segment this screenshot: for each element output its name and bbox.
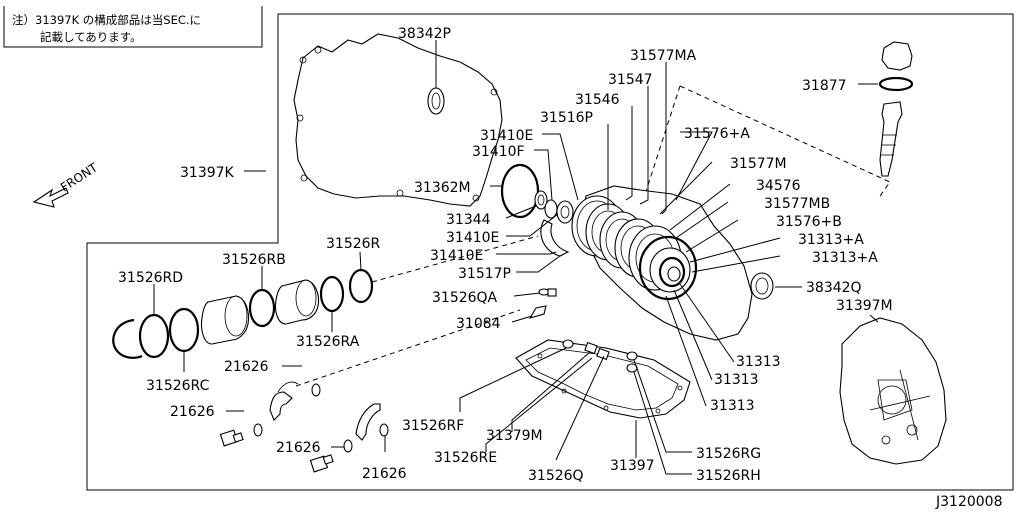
- label-31517P: 31517P: [458, 266, 511, 282]
- seal-ring-31526RB: [248, 288, 276, 328]
- label-31410E-mid: 31410E: [446, 230, 499, 246]
- label-31526RA: 31526RA: [296, 334, 360, 350]
- label-31397: 31397: [610, 458, 655, 474]
- label-31313-1: 31313: [736, 354, 781, 370]
- guide-line-valve-2: [639, 85, 681, 211]
- seal-38342P: [427, 87, 445, 115]
- label-31516P: 31516P: [540, 110, 593, 126]
- note-box: 注）31397K の構成部品は当SEC.に 記載してあります。: [3, 6, 263, 48]
- pipe-21626-a: [269, 381, 299, 421]
- label-31313-2: 31313: [714, 372, 759, 388]
- label-21626-a: 21626: [224, 359, 269, 375]
- label-31526RB: 31526RB: [222, 252, 286, 268]
- label-31410E-low: 31410E: [430, 248, 483, 264]
- label-31526Q: 31526Q: [528, 468, 584, 484]
- washer-31410E: [556, 200, 574, 224]
- seal-ring-31526RA: [319, 275, 345, 313]
- main-frame: [86, 13, 1014, 491]
- label-31547: 31547: [608, 72, 653, 88]
- seal-ring-31526RC: [168, 307, 200, 353]
- label-21626-b: 21626: [170, 404, 215, 420]
- front-arrow-icon: FRONT: [32, 160, 101, 208]
- label-31397M: 31397M: [836, 298, 893, 314]
- leader-lines: [153, 40, 879, 475]
- label-31577MA: 31577MA: [630, 48, 697, 64]
- label-31576B: 31576+B: [776, 214, 842, 230]
- label-31410F: 31410F: [472, 144, 525, 160]
- seal-38342Q: [750, 272, 774, 300]
- valve-31877: [878, 41, 914, 177]
- clip-31084: [528, 305, 547, 319]
- label-38342Q: 38342Q: [806, 280, 862, 296]
- front-label: FRONT: [58, 160, 101, 194]
- label-34576: 34576: [756, 178, 801, 194]
- pipe-21626-b: [355, 403, 381, 441]
- seal-ring-31526RD: [138, 313, 170, 359]
- washer-31410F: [544, 199, 558, 219]
- guide-line-valve: [679, 85, 891, 197]
- label-31526RC: 31526RC: [146, 378, 210, 394]
- label-31526RG: 31526RG: [696, 446, 761, 462]
- label-31576A: 31576+A: [684, 126, 750, 142]
- label-31526RE: 31526RE: [434, 450, 497, 466]
- plug-31526QA: [538, 288, 557, 297]
- rear-housing-31397M: [839, 317, 947, 465]
- label-31362M: 31362M: [414, 180, 471, 196]
- label-21626-c: 21626: [276, 440, 321, 456]
- bolt-21626-c: [219, 429, 244, 447]
- note-line-2: 記載してあります。: [40, 30, 142, 44]
- clutch-stack: [571, 195, 698, 301]
- label-31526QA: 31526QA: [432, 290, 498, 306]
- label-31526RF: 31526RF: [402, 418, 464, 434]
- bolt-21626-d: [309, 454, 334, 473]
- guide-line-pan: [295, 309, 521, 387]
- washers-21626: [253, 383, 389, 453]
- label-31526R: 31526R: [326, 236, 381, 252]
- label-31546: 31546: [575, 92, 620, 108]
- label-21626-d: 21626: [362, 466, 407, 482]
- label-31526RD: 31526RD: [118, 270, 183, 286]
- label-31577MB: 31577MB: [764, 196, 830, 212]
- label-31577M: 31577M: [730, 156, 787, 172]
- drum-right: [274, 279, 320, 325]
- guide-line-clutch: [371, 235, 539, 283]
- note-line-1: 注）31397K の構成部品は当SEC.に: [12, 13, 201, 27]
- drum-left: [200, 295, 250, 345]
- label-31877: 31877: [802, 78, 847, 94]
- label-38342P: 38342P: [398, 26, 451, 42]
- snap-ring-31526RD: [112, 318, 143, 359]
- label-31379M: 31379M: [486, 428, 543, 444]
- transmission-case-31397K: [293, 33, 503, 207]
- label-31410E-top: 31410E: [480, 128, 533, 144]
- label-31084: 31084: [456, 316, 501, 332]
- label-31313A-2: 31313+A: [812, 250, 878, 266]
- label-31526RH: 31526RH: [696, 468, 761, 484]
- ring-31344: [534, 190, 548, 210]
- diagram-id: J3120008: [935, 494, 1002, 510]
- seal-ring-31526R: [348, 268, 374, 304]
- ring-31362M: [500, 163, 540, 219]
- label-31313-3: 31313: [710, 398, 755, 414]
- label-31397K: 31397K: [180, 165, 235, 181]
- label-31313A-1: 31313+A: [798, 232, 864, 248]
- label-31344: 31344: [446, 212, 491, 228]
- snap-ring-31410E: [540, 219, 570, 257]
